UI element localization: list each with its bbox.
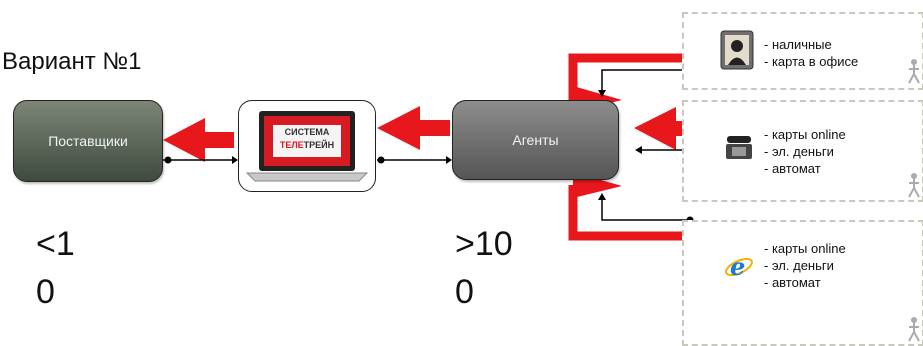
suppliers-label: Поставщики [48, 133, 128, 149]
variant-title: Вариант №1 [2, 48, 142, 75]
channel-item: наличные [764, 36, 858, 53]
red-arrow-system-to-suppliers [163, 118, 234, 162]
agents-label: Агенты [512, 132, 559, 148]
person-icon [908, 317, 920, 342]
internet-explorer-icon: e [725, 252, 753, 281]
channel-item: карты online [764, 126, 846, 143]
channel-item: карты online [764, 240, 846, 257]
system-label-dark: ТРЕЙН [303, 140, 335, 150]
agents-metric-line1: >10 [455, 225, 513, 263]
suppliers-node: Поставщики [13, 100, 163, 182]
channel-item: карта в офисе [764, 53, 858, 70]
channel-item: эл. деньги [764, 143, 846, 160]
system-label-line1: СИСТЕМА [284, 127, 330, 137]
agents-node: Агенты [452, 100, 619, 180]
channel-item: эл. деньги [764, 257, 846, 274]
channel-list-phone: карты online эл. деньги автомат [764, 126, 846, 177]
phone-icon [726, 136, 752, 159]
channel-box-phone: карты online эл. деньги автомат [682, 100, 923, 202]
suppliers-metric-line1: <1 [36, 225, 75, 263]
system-label-line2: ТЕЛЕТРЕЙН [273, 140, 341, 150]
channel-list-internet: карты online эл. деньги автомат [764, 240, 846, 291]
person-icon [908, 59, 920, 84]
agents-metric-line2: 0 [455, 273, 474, 311]
red-arrow-phone-to-agents [634, 107, 696, 150]
red-bracket-bottom [568, 185, 696, 241]
channel-box-cash: наличные карта в офисе [682, 12, 923, 90]
channel-box-internet: e карты online эл. деньги автомат [682, 220, 923, 346]
person-icon [908, 173, 920, 198]
channel-list-cash: наличные карта в офисе [764, 36, 858, 70]
svg-text:e: e [730, 252, 745, 281]
red-arrow-agents-to-system [377, 106, 450, 150]
laptop-icon [245, 111, 369, 182]
cashier-icon [720, 30, 754, 70]
system-label-red: ТЕЛЕ [279, 140, 304, 150]
system-node: СИСТЕМА ТЕЛЕТРЕЙН [238, 100, 376, 192]
channel-item: автомат [764, 274, 846, 291]
suppliers-metric-line2: 0 [36, 273, 55, 311]
channel-item: автомат [764, 160, 846, 177]
